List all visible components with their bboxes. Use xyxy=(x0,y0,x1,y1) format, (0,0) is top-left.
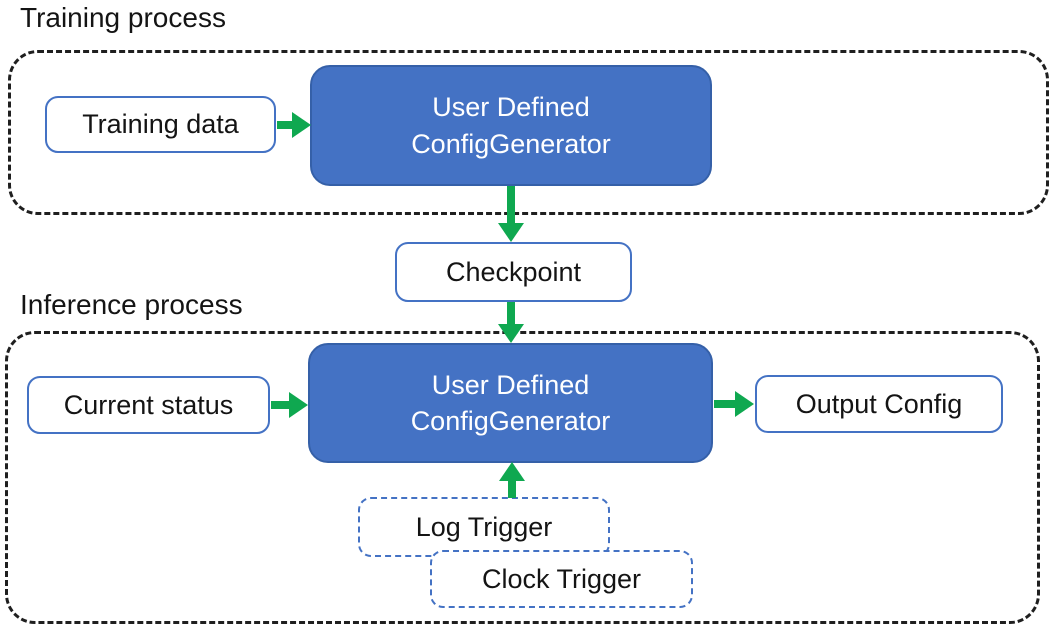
arrow-down-head-icon xyxy=(498,324,524,343)
checkpoint-box: Checkpoint xyxy=(395,242,632,302)
arrow-shaft xyxy=(507,302,515,324)
arrow-down-head-icon xyxy=(498,223,524,242)
training-generator-box: User Defined ConfigGenerator xyxy=(310,65,712,186)
current-status-box: Current status xyxy=(27,376,270,434)
clock-trigger-box: Clock Trigger xyxy=(430,550,693,608)
output-config-box: Output Config xyxy=(755,375,1003,433)
log-trigger-box: Log Trigger xyxy=(358,497,610,557)
arrow-triggers-to-generator xyxy=(499,462,525,498)
log-trigger-label: Log Trigger xyxy=(415,511,553,542)
inference-process-label: Inference process xyxy=(20,289,243,320)
arrow-shaft xyxy=(507,186,515,223)
training-data-box: Training data xyxy=(45,96,276,153)
arrow-up-head-icon xyxy=(499,462,525,481)
training-generator-line1: User Defined xyxy=(432,92,590,123)
arrow-right-head-icon xyxy=(289,392,308,418)
output-config-label: Output Config xyxy=(795,388,963,419)
inference-generator-line2: ConfigGenerator xyxy=(410,406,611,436)
arrow-current-status-to-generator xyxy=(271,392,308,418)
checkpoint-label: Checkpoint xyxy=(445,256,582,287)
inference-generator-box: User Defined ConfigGenerator xyxy=(308,343,713,463)
arrow-checkpoint-to-inference-generator xyxy=(498,302,524,343)
current-status-label: Current status xyxy=(63,389,234,420)
training-container xyxy=(8,50,1049,215)
training-generator-line2: ConfigGenerator xyxy=(411,128,611,159)
clock-trigger-label: Clock Trigger xyxy=(481,563,642,594)
arrow-shaft xyxy=(277,121,292,129)
arrow-right-head-icon xyxy=(292,112,311,138)
arrow-right-head-icon xyxy=(735,391,754,417)
arrow-training-data-to-generator xyxy=(277,112,311,138)
training-process-label: Training process xyxy=(20,2,226,33)
training-data-label: Training data xyxy=(82,109,239,139)
arrow-shaft xyxy=(508,481,516,498)
arrow-generator-to-checkpoint xyxy=(498,186,524,242)
arrow-generator-to-output-config xyxy=(714,391,754,417)
arrow-shaft xyxy=(714,400,735,408)
arrow-shaft xyxy=(271,401,289,409)
inference-generator-line1: User Defined xyxy=(431,369,590,400)
